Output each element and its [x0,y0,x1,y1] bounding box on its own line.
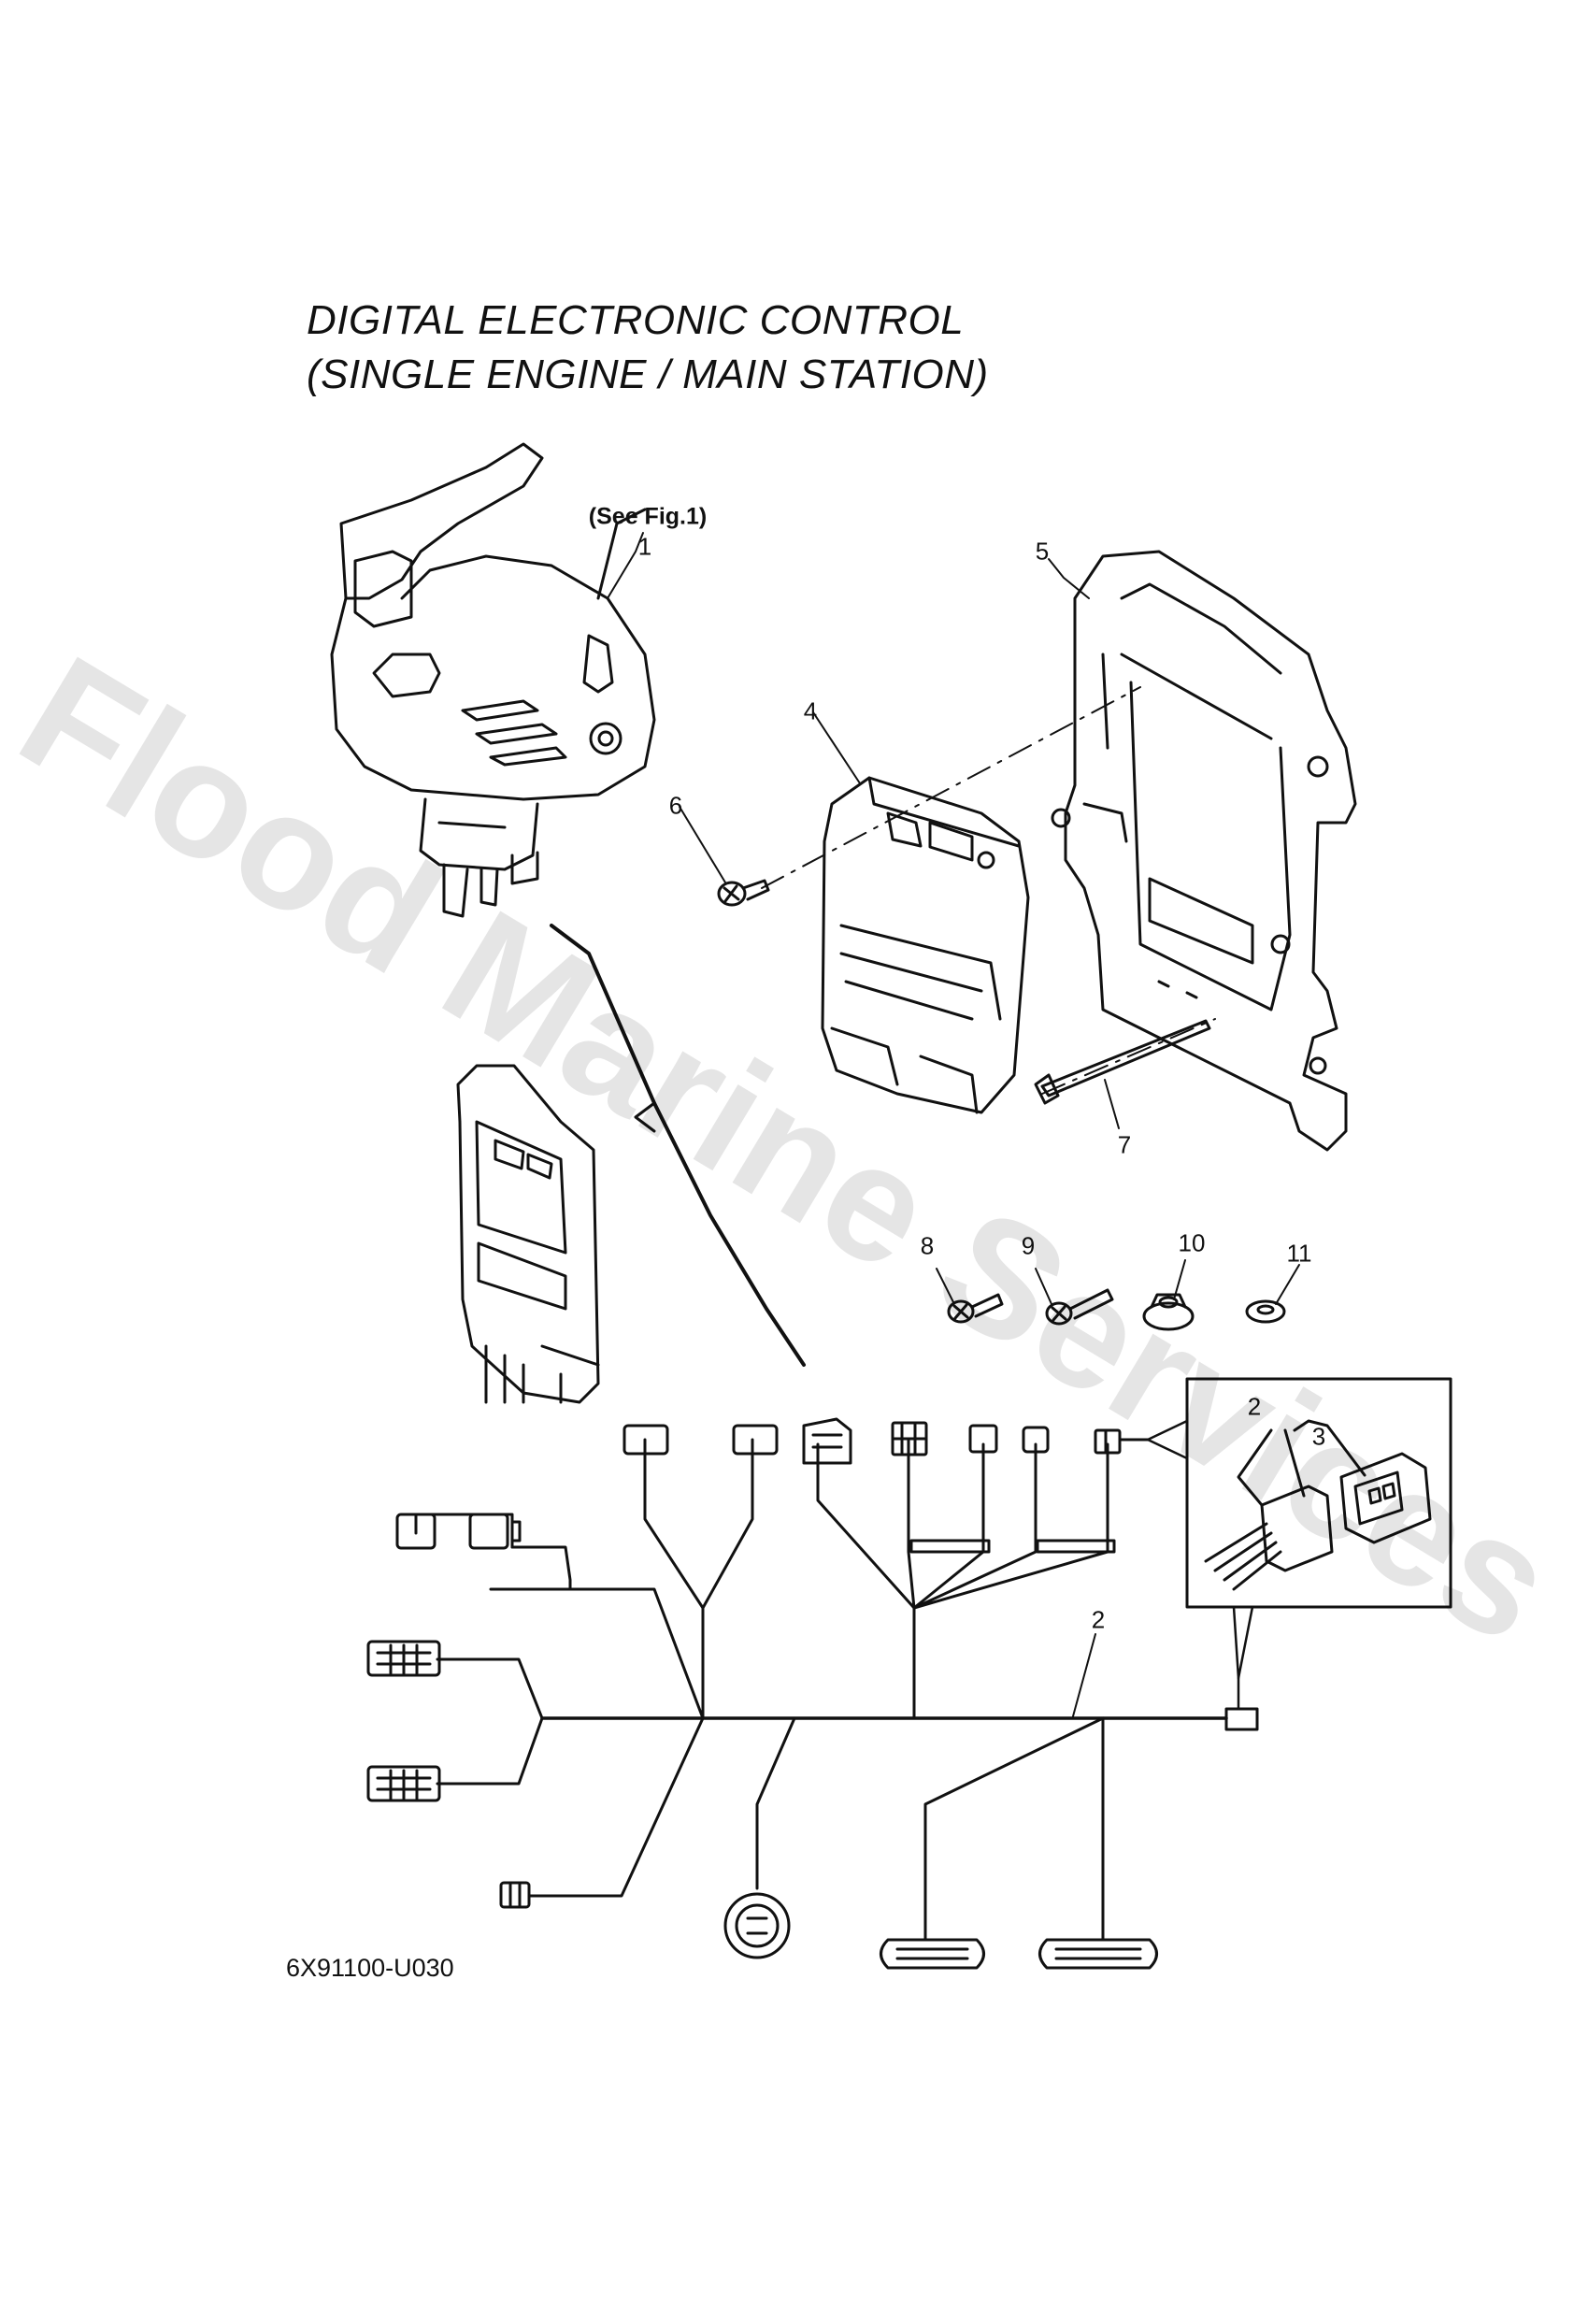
callout-11: 11 [1286,1239,1312,1268]
cable-tie-part-7 [1034,1019,1211,1105]
ecu-module [821,776,1030,1114]
callout-9: 9 [1021,1231,1036,1260]
harness-connectors [366,1417,1158,1970]
wiring-harness [414,1438,1259,1942]
detail-inset [1146,1377,1452,1711]
mounting-bracket [1051,550,1357,1152]
callout-3: 3 [1311,1422,1326,1451]
diagram-title-line-1: DIGITAL ELECTRONIC CONTROL [307,297,965,343]
callout-4: 4 [803,696,818,725]
washer-part-11 [1245,1299,1286,1324]
callout-7: 7 [1117,1130,1132,1159]
screw-part-6 [717,879,770,907]
screw-part-8 [947,1293,1004,1324]
flange-nut-part-10 [1142,1293,1195,1331]
callout-6: 6 [668,791,683,820]
callout-5: 5 [1035,537,1050,566]
callout-1: 1 [637,532,652,561]
control-lever-unit [330,442,656,918]
see-figure-note: (See Fig.1) [588,503,708,530]
diagram-title-line-2: (SINGLE ENGINE / MAIN STATION) [307,351,989,397]
callout-2-harness: 2 [1091,1605,1106,1634]
callout-8: 8 [920,1231,935,1260]
diagram-part-code: 6X91100-U030 [286,1954,454,1982]
callout-10: 10 [1178,1228,1206,1257]
callout-2-inset: 2 [1247,1392,1262,1421]
screw-part-9 [1045,1288,1114,1326]
bracket-alternate-view [456,1064,600,1404]
